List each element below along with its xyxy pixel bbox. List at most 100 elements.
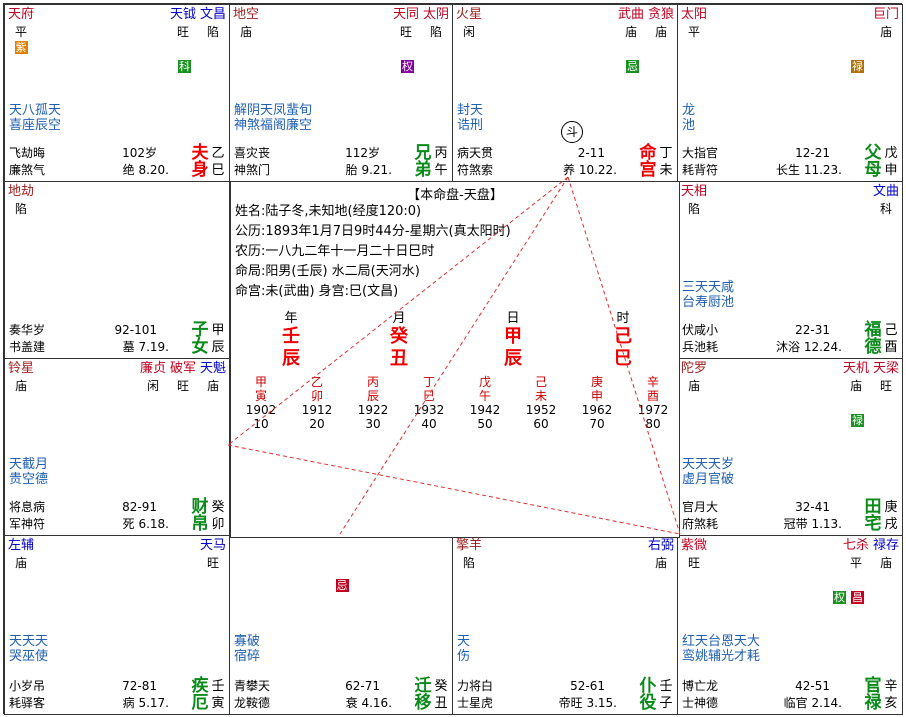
minor-star-line: 三天天咸 — [682, 280, 735, 295]
pillar-label: 时 — [616, 311, 630, 326]
palace-name: 父母 — [864, 145, 882, 179]
life-phase: 冠带 1.13. — [783, 517, 842, 531]
stem-char: 申 — [884, 163, 898, 178]
sihua-tag: 禄 — [851, 60, 864, 73]
palace-char: 子 — [191, 320, 209, 340]
star-brightness: 陷 — [206, 25, 219, 39]
star: 擎羊陷 — [455, 538, 483, 571]
palace-char: 官 — [864, 676, 882, 696]
minor-stars: 天八孤天喜座辰空 — [9, 103, 61, 133]
star: 巨门庙 — [872, 7, 900, 40]
age-range: 12-21 — [795, 146, 830, 160]
minor-stars: 寡破宿碎 — [234, 634, 260, 664]
dayun-age: 40 — [421, 417, 437, 431]
minor-stars: 龙池 — [682, 103, 695, 133]
dayun-age: 10 — [253, 417, 269, 431]
pillar-char: 癸 — [390, 326, 408, 347]
dayun-age: 60 — [533, 417, 549, 431]
star-name: 陀罗 — [680, 361, 707, 376]
god-line: 博亡龙 — [682, 679, 719, 693]
minor-star-line: 寡破 — [234, 634, 261, 649]
minor-star-line: 龙 — [682, 103, 696, 118]
main-stars: 擎羊陷 右弼庙 — [455, 538, 675, 622]
stem-char: 癸 — [434, 679, 448, 694]
gods: 博亡龙士神德 — [682, 678, 718, 712]
main-stars: 天府平紫天钺旺文昌陷科 — [7, 7, 227, 91]
minor-star-line: 贵空德 — [9, 472, 49, 487]
palace-char: 宫 — [639, 160, 657, 180]
life-phase: 临官 2.14. — [783, 696, 842, 710]
god-line: 病天贯 — [457, 146, 494, 160]
star-brightness: 庙 — [14, 556, 27, 570]
star-brightness: 旺 — [687, 556, 700, 570]
star-brightness: 科 — [879, 202, 892, 216]
palace-char: 厄 — [191, 693, 209, 713]
minor-star-line: 喜座辰空 — [9, 118, 62, 133]
age-range: 32-41 — [795, 500, 830, 514]
minor-star-line: 天天天 — [9, 634, 49, 649]
stem-char: 庚 — [884, 500, 898, 515]
star: 右弼庙 — [647, 538, 675, 571]
star-name: 右弼 — [647, 538, 674, 553]
star-name: 廉贞 — [139, 361, 166, 376]
minor-star-line: 天天天岁 — [682, 457, 735, 472]
star: 廉贞闲 — [139, 361, 167, 394]
main-stars: 太阳平巨门庙禄 — [680, 7, 900, 91]
dayun-char: 戊 — [478, 375, 491, 389]
pillar-char: 己 — [614, 326, 632, 347]
palace-char: 夫 — [191, 143, 209, 163]
star-name: 天机 — [842, 361, 869, 376]
minor-star-line: 池 — [682, 118, 696, 133]
star-name: 铃星 — [7, 361, 34, 376]
main-stars: 左辅庙天马旺 — [7, 538, 227, 622]
stem-char: 己 — [884, 323, 898, 338]
gods: 将息病军神符 — [9, 499, 45, 533]
palace-name: 疾厄 — [191, 678, 209, 712]
star-name: 地空 — [232, 7, 259, 22]
stem-branch: 己酉 — [884, 322, 898, 356]
star-brightness: 庙 — [239, 25, 252, 39]
gods: 飞劫晦廉煞气 — [9, 145, 45, 179]
pillar: 时己巳 — [603, 307, 643, 370]
minor-star-line: 诰刑 — [457, 118, 484, 133]
minor-stars: 解阴天凤蜚旬神煞福阁廉空 — [234, 103, 312, 133]
star-brightness: 陷 — [429, 25, 442, 39]
minor-stars: 三天天咸台寿厨池 — [682, 280, 734, 310]
god-line: 青攀天 — [234, 679, 271, 693]
star-brightness: 庙 — [879, 25, 892, 39]
pillar: 月癸丑 — [379, 307, 419, 370]
pillar-char: 辰 — [282, 348, 300, 369]
main-stars: 地空庙天同旺太阴陷权 — [232, 7, 450, 91]
god-line: 伏咸小 — [682, 323, 719, 337]
star-name: 禄存 — [872, 538, 899, 553]
palace-name: 财帛 — [191, 499, 209, 533]
dou-marker-icon: 斗 — [561, 121, 583, 143]
info-line: 命宫:未(武曲) 身宫:巳(文昌) — [235, 284, 399, 299]
dayun-char: 丙 — [366, 375, 379, 389]
main-stars: 紫微旺七杀平禄存庙昌权 — [680, 538, 900, 622]
dayun-char: 己 — [534, 375, 547, 389]
stem-branch: 壬寅 — [211, 678, 225, 712]
star-name: 文曲 — [872, 184, 899, 199]
star-name: 左辅 — [7, 538, 34, 553]
dayun-year: 1902 — [245, 403, 277, 417]
